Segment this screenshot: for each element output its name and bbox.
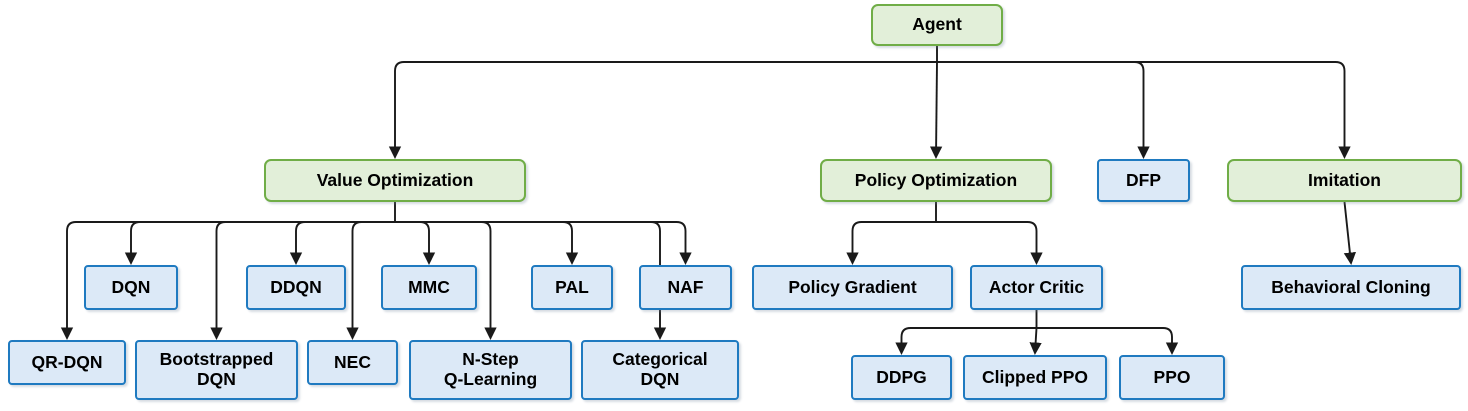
- connector: [846, 221, 936, 266]
- node-label-pal: PAL: [555, 276, 589, 297]
- node-label-ddpg: DDPG: [876, 366, 927, 387]
- node-label-mmc: MMC: [408, 276, 450, 297]
- node-ppo[interactable]: PPO: [1119, 355, 1225, 400]
- node-label-agent: Agent: [912, 14, 962, 35]
- node-ddpg[interactable]: DDPG: [851, 355, 952, 400]
- connector: [937, 61, 1150, 160]
- node-label-policy-optimization: Policy Optimization: [854, 169, 1018, 190]
- connector: [936, 221, 1043, 266]
- node-label-clipped-ppo: Clipped PPO: [982, 366, 1088, 387]
- connector: [929, 61, 943, 160]
- node-agent[interactable]: Agent: [871, 4, 1003, 46]
- connector: [395, 221, 692, 266]
- node-label-actor-critic: Actor Critic: [988, 276, 1085, 297]
- connector: [1343, 201, 1357, 266]
- connector: [395, 221, 436, 266]
- node-label-policy-gradient: Policy Gradient: [788, 276, 917, 297]
- node-clipped-ppo[interactable]: Clipped PPO: [963, 355, 1107, 400]
- node-qr-dqn[interactable]: QR-DQN: [8, 340, 126, 385]
- connector: [289, 221, 395, 266]
- node-label-naf: NAF: [667, 276, 704, 297]
- node-imitation[interactable]: Imitation: [1227, 159, 1462, 202]
- node-pal[interactable]: PAL: [531, 265, 613, 310]
- connector: [937, 61, 1351, 160]
- connector: [1029, 327, 1042, 356]
- node-actor-critic[interactable]: Actor Critic: [970, 265, 1103, 310]
- connector: [388, 61, 937, 160]
- node-policy-optimization[interactable]: Policy Optimization: [820, 159, 1052, 202]
- node-label-nec: NEC: [334, 351, 371, 372]
- node-behavioral-cloning[interactable]: Behavioral Cloning: [1241, 265, 1461, 310]
- node-dqn[interactable]: DQN: [84, 265, 178, 310]
- node-value-optimization[interactable]: Value Optimization: [264, 159, 526, 202]
- connector: [895, 327, 1037, 356]
- node-label-value-optimization: Value Optimization: [316, 169, 474, 190]
- connector: [395, 221, 579, 266]
- node-naf[interactable]: NAF: [639, 265, 732, 310]
- node-ddqn[interactable]: DDQN: [246, 265, 346, 310]
- node-dfp[interactable]: DFP: [1097, 159, 1190, 202]
- node-label-ppo: PPO: [1153, 366, 1191, 387]
- node-label-qr-dqn: QR-DQN: [31, 351, 103, 372]
- node-label-ddqn: DDQN: [270, 276, 322, 297]
- node-mmc[interactable]: MMC: [381, 265, 477, 310]
- node-label-dqn: DQN: [111, 276, 151, 297]
- node-label-dfp: DFP: [1126, 169, 1161, 190]
- connector: [124, 221, 395, 266]
- node-nec[interactable]: NEC: [307, 340, 398, 385]
- connector: [1036, 327, 1179, 356]
- node-policy-gradient[interactable]: Policy Gradient: [752, 265, 953, 310]
- node-label-behavioral-cloning: Behavioral Cloning: [1271, 276, 1431, 297]
- node-label-imitation: Imitation: [1308, 169, 1381, 190]
